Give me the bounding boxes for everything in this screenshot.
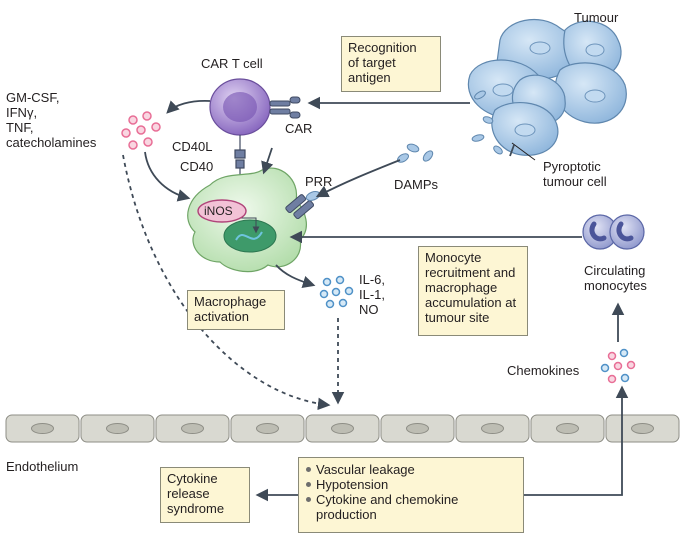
circulating-monocytes — [582, 214, 645, 250]
recognition-line-3: antigen — [348, 70, 391, 85]
damps-fragments — [397, 143, 434, 163]
cd40-label: CD40 — [180, 159, 214, 174]
macrophage-activation-box: Macrophage activation — [187, 290, 285, 330]
endothelial-nucleus — [31, 423, 54, 434]
endothelium-layer — [5, 414, 680, 443]
effects-box: Vascular leakage Hypotension Cytokine an… — [298, 457, 524, 533]
effects-list: Vascular leakage Hypotension Cytokine an… — [305, 462, 517, 522]
endothelial-nucleus — [481, 423, 504, 434]
macrophage-activation-line-1: Macrophage — [194, 294, 267, 309]
car-t-cell — [209, 78, 271, 136]
pyroptotic-label-2: tumour cell — [543, 174, 607, 189]
arrows — [122, 96, 629, 502]
tumour-nuclei — [492, 41, 606, 137]
monocyte-recruitment-line-2: recruitment and — [425, 265, 516, 280]
circulating-label-1: Circulating — [584, 263, 646, 278]
chemokine-dots — [600, 348, 636, 384]
il-label-1: IL-6, — [359, 272, 386, 287]
endothelial-nucleus — [106, 423, 129, 434]
dna-strand — [235, 231, 263, 241]
endothelial-nucleus — [331, 423, 354, 434]
effect-item: Vascular leakage — [305, 462, 517, 477]
endothelial-nucleus — [631, 423, 654, 434]
tumour-cells — [467, 18, 627, 156]
effect-item: Hypotension — [305, 477, 517, 492]
circulating-label-2: monocytes — [584, 278, 647, 293]
endothelial-nucleus — [256, 423, 279, 434]
monocyte-recruitment-line-4: accumulation at — [425, 295, 517, 310]
tumour-label: Tumour — [574, 10, 619, 25]
inos-label: iNOS — [204, 204, 233, 218]
crs-line-1: Cytokine — [167, 471, 218, 486]
chemokines-label: Chemokines — [507, 363, 580, 378]
il-label-3: NO — [359, 302, 379, 317]
crs-line-3: syndrome — [167, 501, 225, 516]
endothelial-nucleus — [556, 423, 579, 434]
cd40l-label: CD40L — [172, 139, 213, 154]
recognition-line-2: of target — [348, 55, 396, 70]
monocyte-recruitment-line-1: Monocyte — [425, 250, 482, 265]
cd40-ligand-stalk — [234, 135, 246, 178]
macrophage-activation-line-2: activation — [194, 309, 249, 324]
il-label-2: IL-1, — [359, 287, 386, 302]
crs-box: Cytokine release syndrome — [160, 467, 250, 523]
recognition-box: Recognition of target antigen — [341, 36, 441, 92]
monocyte-recruitment-box: Monocyte recruitment and macrophage accu… — [418, 246, 528, 336]
damps-label: DAMPs — [394, 177, 439, 192]
cytokine-label-4: catecholamines — [6, 135, 97, 150]
car-t-cell-label: CAR T cell — [201, 56, 263, 71]
effect-item: Cytokine and chemokine production — [305, 492, 516, 522]
car-label: CAR — [285, 121, 313, 136]
endothelial-nucleus — [181, 423, 204, 434]
macrophage-nucleus — [223, 219, 277, 253]
car-receptor — [269, 96, 301, 119]
recognition-line-1: Recognition — [348, 40, 417, 55]
il-dots — [319, 275, 354, 309]
cytokine-label-2: IFNγ, — [6, 105, 38, 120]
monocyte-recruitment-line-3: macrophage — [425, 280, 498, 295]
monocyte-recruitment-line-5: tumour site — [425, 310, 490, 325]
endothelial-nucleus — [406, 423, 429, 434]
cytokine-label-3: TNF, — [6, 120, 34, 135]
pyroptotic-label-1: Pyroptotic — [543, 159, 601, 174]
prr-receptor — [285, 194, 315, 220]
cytokine-dots-left — [121, 111, 161, 150]
cytokine-label-1: GM-CSF, — [6, 90, 60, 105]
crs-line-2: release — [167, 486, 210, 501]
endothelium-label: Endothelium — [6, 459, 79, 474]
prr-label: PRR — [305, 174, 333, 189]
pyroptotic-fragments — [471, 90, 503, 155]
inos-marker — [197, 199, 247, 223]
